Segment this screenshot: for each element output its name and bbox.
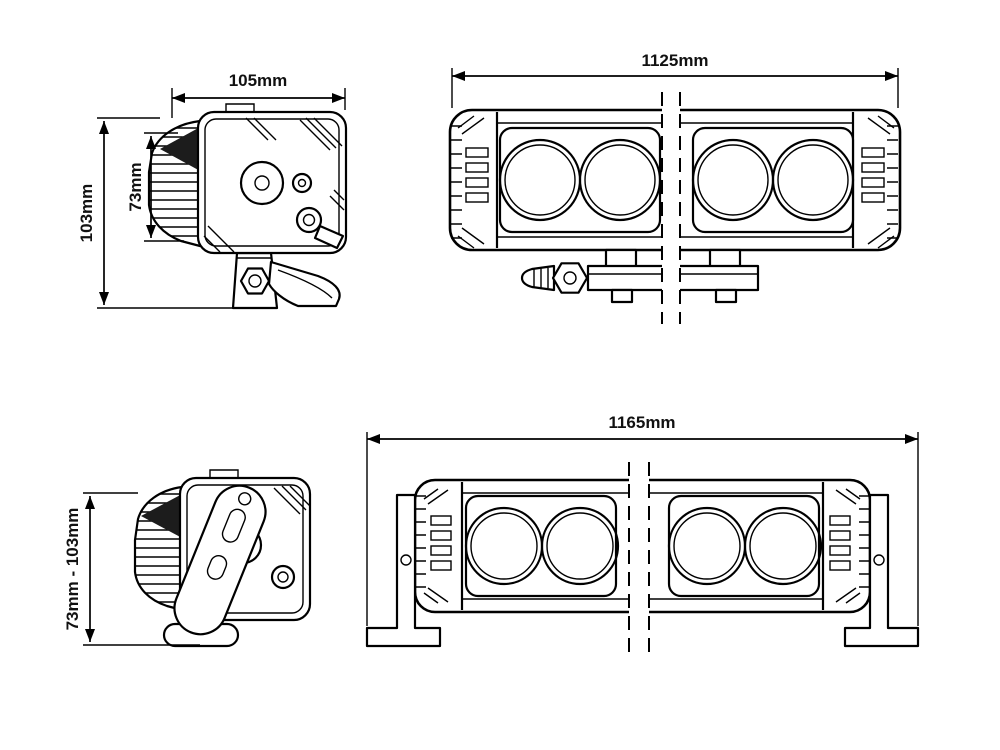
- bar2-lens-module-right: [667, 494, 823, 598]
- dimension-bar-width-top: 1125mm: [451, 51, 899, 108]
- lamp-side-view-bottom: [133, 469, 312, 648]
- dim-label-lamp-body-height: 73mm: [126, 162, 145, 211]
- bar-front-view-top: [448, 92, 902, 324]
- lamp-cable-port: [295, 206, 323, 234]
- bar2-break-lines: [628, 462, 650, 658]
- bar-front-view-bottom: [365, 462, 920, 660]
- lamp-arm: [267, 260, 341, 308]
- bar2-endcap-left: [416, 488, 452, 604]
- lamp2-side-screw: [270, 564, 296, 590]
- dim-label-lamp-height-range: 73mm - 103mm: [63, 508, 82, 631]
- bar-endcap-left: [451, 115, 489, 249]
- lamp2-lens-shadow: [141, 493, 184, 539]
- dim-label-bar-width-top: 1125mm: [641, 51, 708, 70]
- bar-mount-hardware: [520, 248, 760, 304]
- bar2-endcap-right: [829, 488, 869, 604]
- dimension-lamp-overall-height: 103mm: [77, 117, 234, 309]
- dim-label-lamp-width: 105mm: [229, 71, 288, 90]
- bar-break-lines: [661, 92, 681, 324]
- bar2-bracket-right: [843, 493, 920, 648]
- dimension-lamp-width: 105mm: [171, 71, 346, 118]
- lamp-lens-shadow: [160, 126, 202, 172]
- dim-label-lamp-overall-height: 103mm: [77, 184, 96, 243]
- lamp-side-view-top: [147, 103, 348, 310]
- lamp-hex-bolt: [239, 267, 271, 295]
- bar-lens-module-left: [498, 126, 662, 234]
- dimension-lamp-body-height: 73mm: [126, 132, 184, 242]
- lamp-side-screw: [291, 172, 313, 194]
- bar2-bracket-left: [365, 493, 442, 648]
- dim-label-bar-width-bottom: 1165mm: [608, 413, 675, 432]
- bar-endcap-right: [861, 115, 898, 249]
- cable-gland-nut: [551, 262, 589, 294]
- lamp-face-texture: [203, 117, 345, 253]
- dimension-lamp-height-range: 73mm - 103mm: [63, 492, 200, 646]
- lamp2-bracket-arm: [173, 484, 267, 636]
- lamp2-top-tab: [209, 469, 239, 478]
- bar2-lens-module-left: [464, 494, 620, 598]
- bar-lens-module-right: [691, 126, 855, 234]
- dimension-bar-width-bottom: 1165mm: [366, 413, 919, 626]
- lamp-center-hub: [239, 160, 285, 206]
- lamp-cable-connector: [313, 224, 345, 250]
- lamp-top-tab: [225, 103, 255, 112]
- cable-gland-cone: [520, 264, 556, 292]
